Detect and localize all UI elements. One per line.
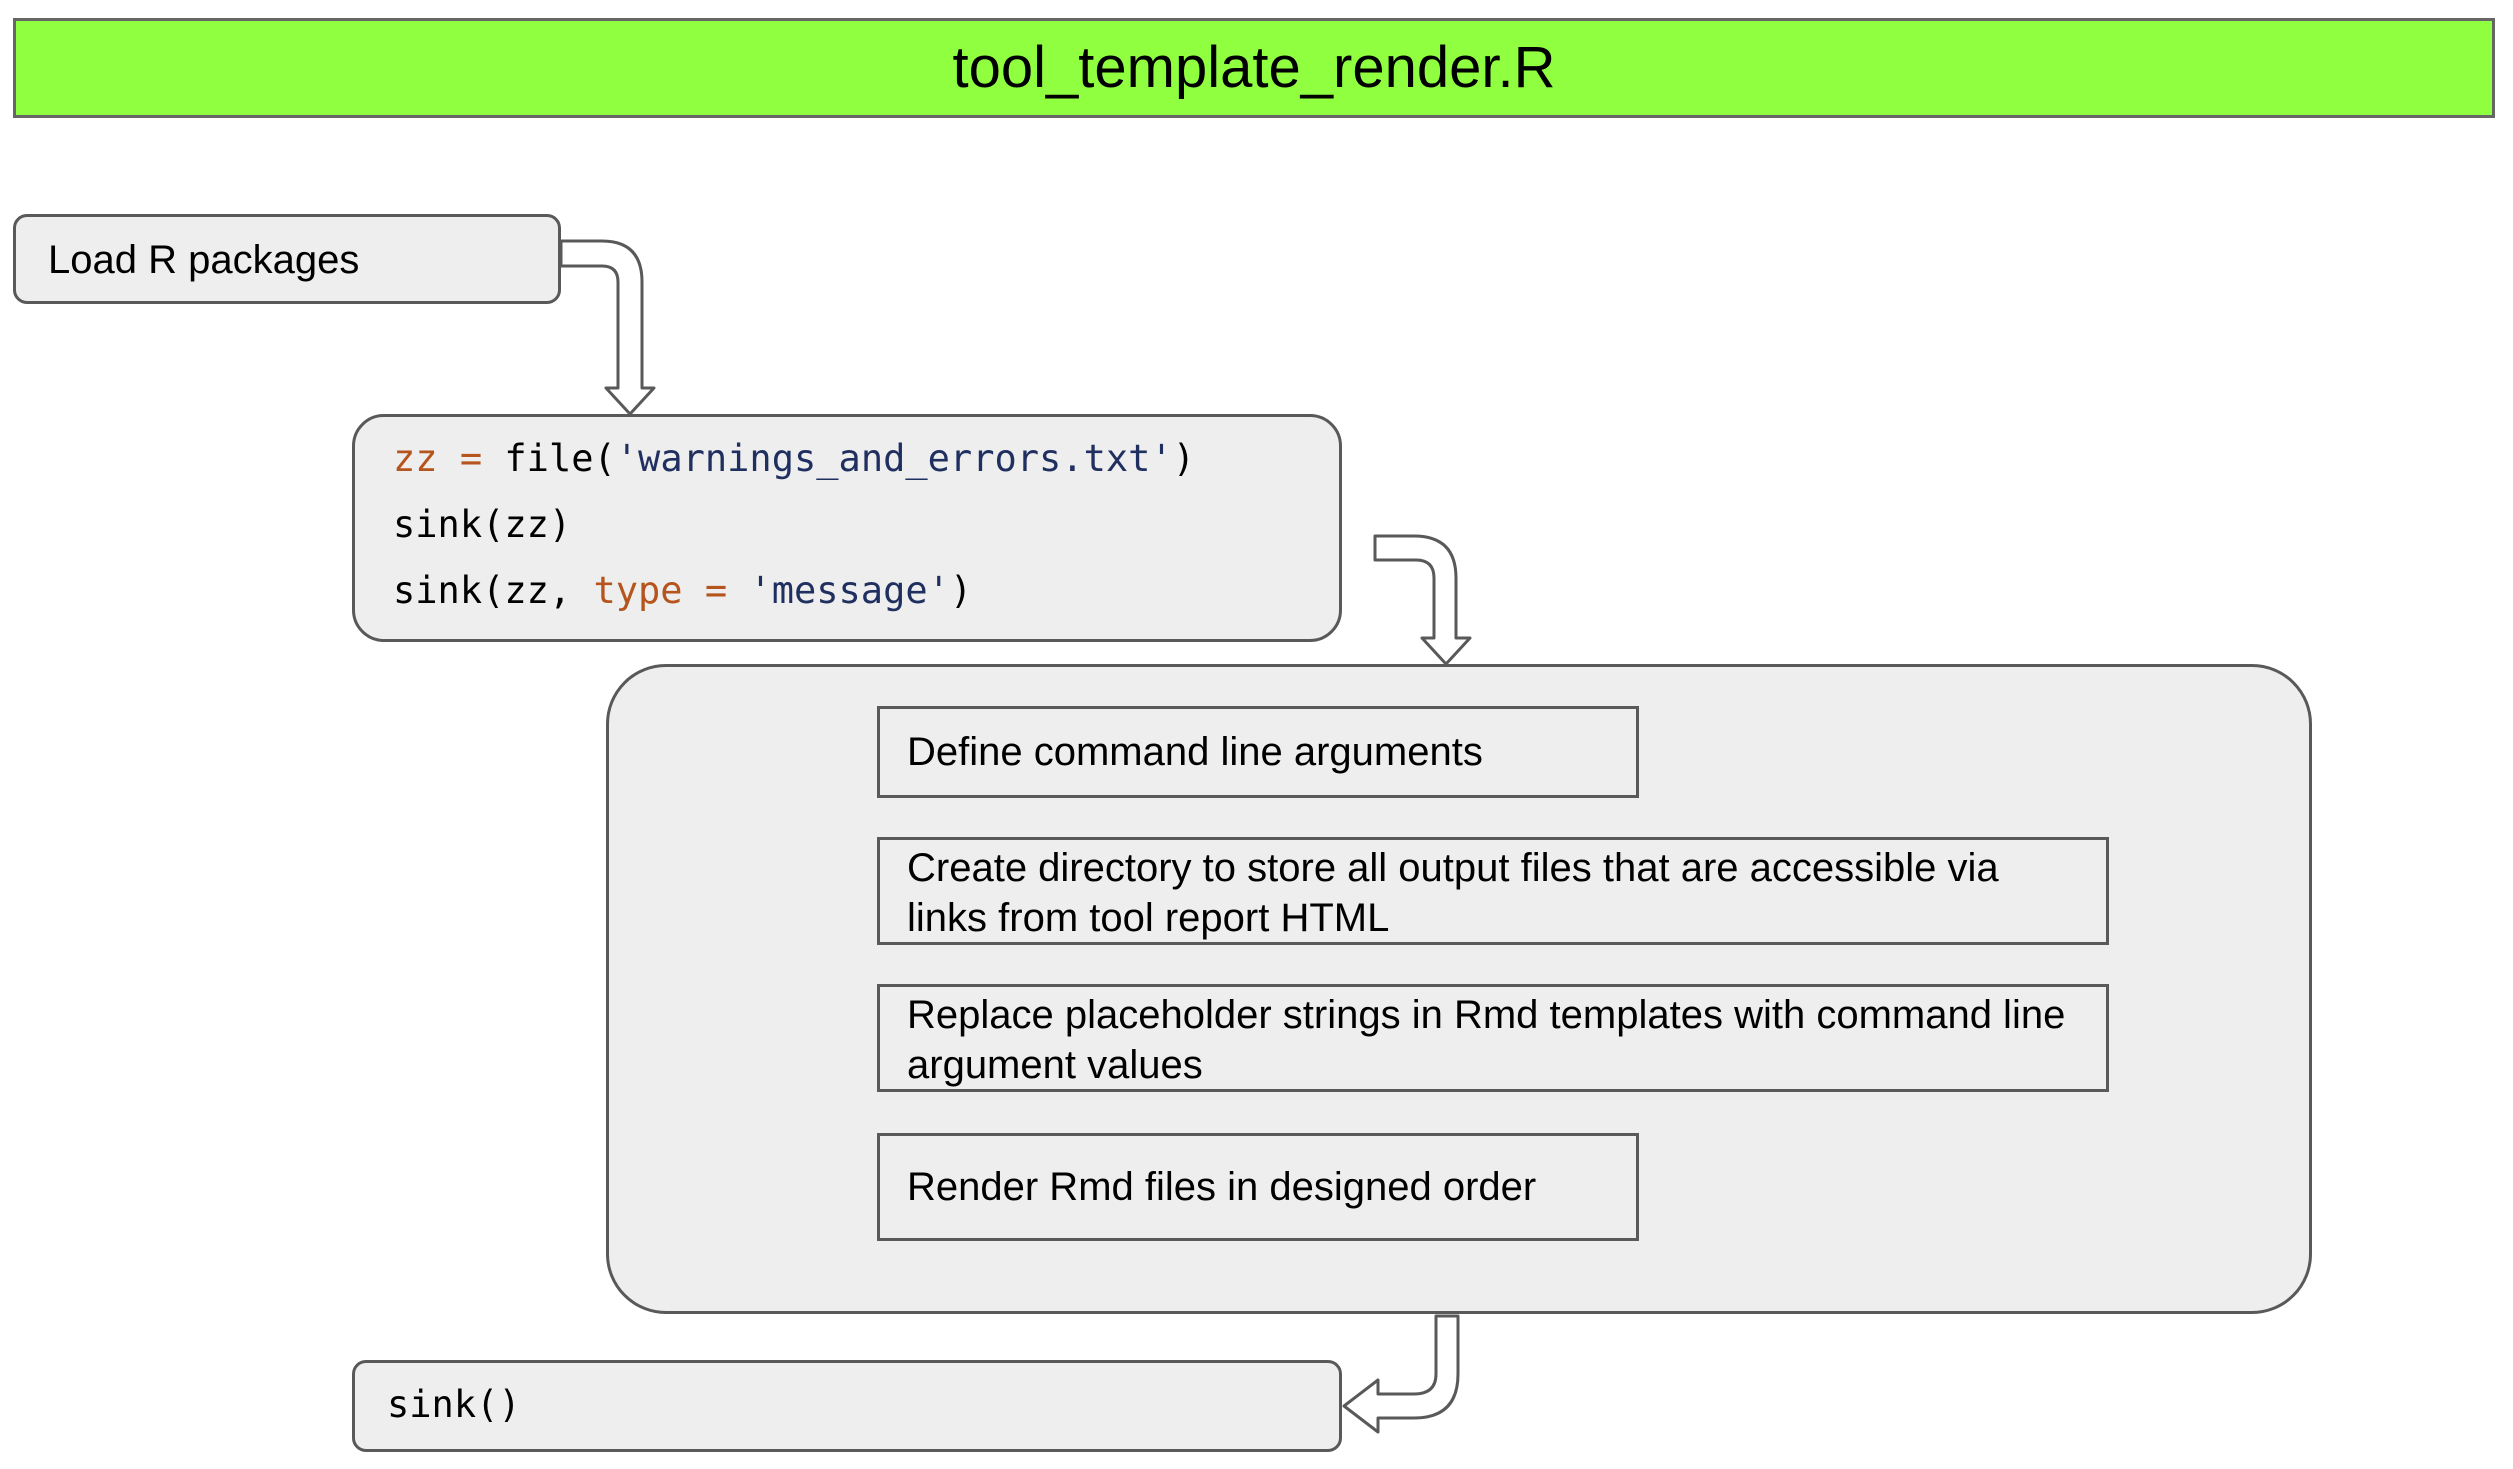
arrow-steps-to-sink-close (1342, 1314, 1460, 1434)
code-arg-op: = (682, 569, 750, 612)
arrow-sink-setup-to-steps (1373, 534, 1472, 666)
code-string-message: 'message' (749, 569, 950, 612)
code-fn-file: file( (504, 437, 616, 480)
code-sink-close: sink() (387, 1383, 521, 1426)
arrow-load-to-sink-setup (559, 239, 656, 416)
code-close-paren: ) (1172, 437, 1195, 480)
title-banner: tool_template_render.R (13, 18, 2495, 118)
step-replace-placeholders: Replace placeholder strings in Rmd templ… (877, 984, 2109, 1092)
step-create-directory: Create directory to store all output fil… (877, 837, 2109, 945)
code-var-zz: zz (393, 437, 438, 480)
code-line-sink-message: sink(zz, type = 'message') (393, 567, 972, 615)
code-sink-start: sink(zz, (393, 569, 594, 612)
sink-close-box: sink() (352, 1360, 1342, 1452)
step-label: Create directory to store all output fil… (907, 846, 1999, 940)
step-define-arguments: Define command line arguments (877, 706, 1639, 798)
code-sink-call: sink(zz) (393, 503, 572, 546)
code-assign-op: = (437, 437, 505, 480)
step-render-rmd: Render Rmd files in designed order (877, 1133, 1639, 1241)
code-arg-type: type (593, 569, 683, 612)
diagram-title: tool_template_render.R (952, 35, 1556, 100)
load-packages-label: Load R packages (48, 238, 360, 282)
code-line-sink: sink(zz) (393, 501, 571, 549)
step-label: Render Rmd files in designed order (907, 1165, 1537, 1209)
sink-setup-box: zz = file('warnings_and_errors.txt') sin… (352, 414, 1342, 642)
code-line-file: zz = file('warnings_and_errors.txt') (393, 435, 1195, 483)
code-close-paren-2: ) (949, 569, 973, 612)
load-packages-box: Load R packages (13, 214, 561, 304)
step-label: Define command line arguments (907, 730, 1483, 774)
step-label: Replace placeholder strings in Rmd templ… (907, 993, 2066, 1087)
code-string-filename: 'warnings_and_errors.txt' (615, 437, 1173, 480)
